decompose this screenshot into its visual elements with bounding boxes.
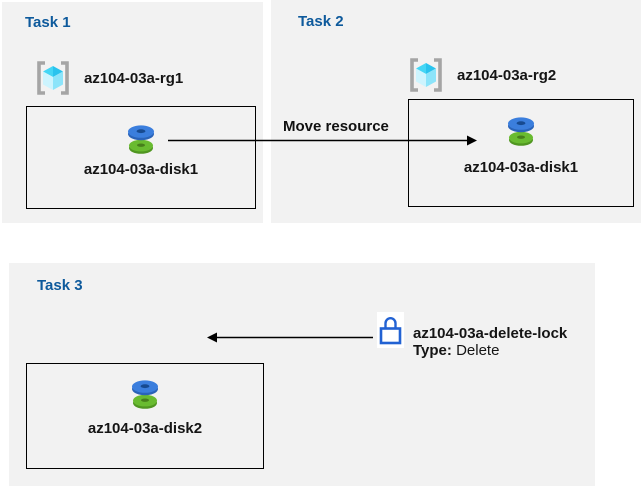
disk-icon (508, 117, 534, 146)
task1-resource-box: az104-03a-disk1 (26, 106, 256, 209)
resource-name: az104-03a-disk1 (83, 161, 199, 178)
arrow-right-icon (168, 135, 477, 146)
delete-lock: az104-03a-delete-lock Type: Delete (377, 312, 567, 359)
task1-panel: Task 1 az104-03a-rg1 az104-03a-disk (2, 2, 263, 223)
lock-icon (377, 312, 404, 348)
lock-name: az104-03a-delete-lock (413, 325, 568, 342)
task3-title: Task 3 (37, 277, 83, 294)
lock-type-value: Delete (456, 342, 500, 359)
task2-title: Task 2 (298, 13, 344, 30)
resource-group-name: az104-03a-rg1 (84, 69, 184, 87)
disk-icon (132, 380, 158, 409)
disk-icon (128, 125, 154, 154)
lock-type-label: Type: (413, 342, 452, 359)
resource-group-icon (37, 61, 69, 95)
task3-resource-box: az104-03a-disk2 (26, 363, 264, 469)
resource-group-icon (410, 58, 442, 92)
lock-type: Type: Delete (413, 342, 567, 359)
task2-resource-group: az104-03a-rg2 (406, 55, 556, 95)
resource-name: az104-03a-disk2 (87, 420, 203, 437)
task1-resource-group: az104-03a-rg1 (33, 58, 183, 98)
resource-group-name: az104-03a-rg2 (457, 66, 557, 84)
resource-name: az104-03a-disk1 (463, 159, 579, 176)
task2-panel: Task 2 az104-03a-rg2 az104-03a-disk (271, 0, 641, 223)
arrow-left-icon (207, 332, 373, 343)
task3-panel: Task 3 az104-03a-rg3 az104-03a-disk (9, 263, 595, 486)
move-resource-label: Move resource (283, 118, 389, 135)
task1-title: Task 1 (25, 14, 71, 31)
task2-resource-box: az104-03a-disk1 (408, 99, 634, 207)
